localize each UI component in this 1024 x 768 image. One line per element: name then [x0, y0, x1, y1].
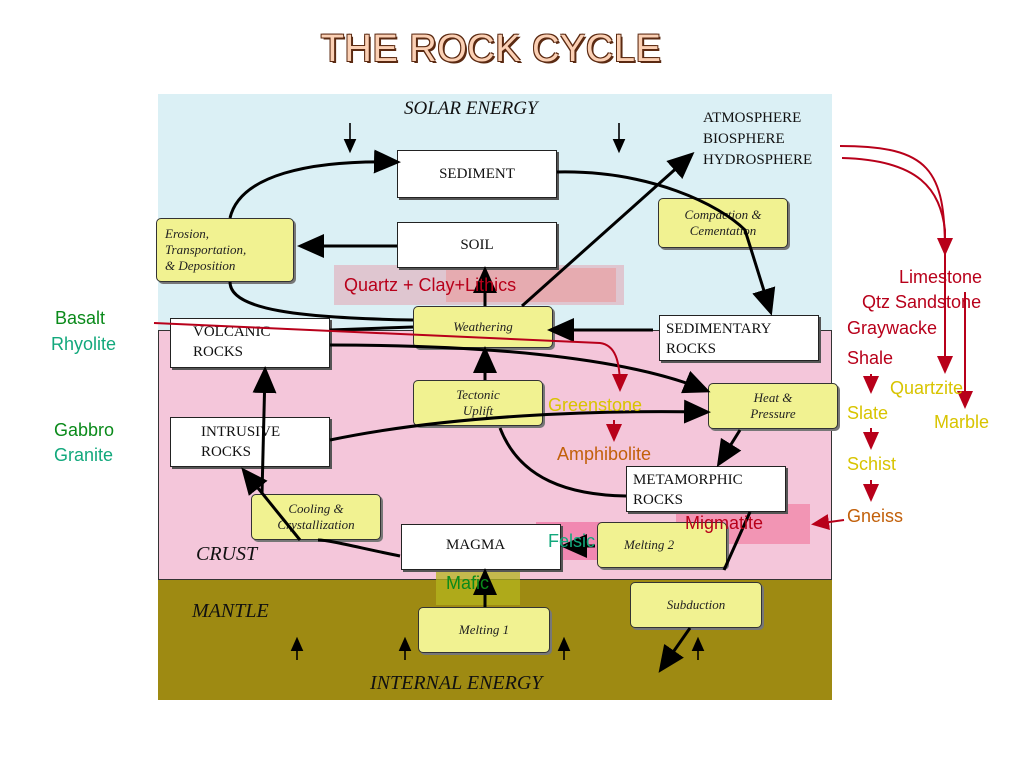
basalt-label: Basalt [55, 308, 106, 328]
internal-energy-label: INTERNAL ENERGY [370, 672, 543, 694]
quartzite-label: Quartzite [890, 378, 964, 398]
melting-2-process: Melting 2 [597, 522, 727, 568]
limestone-label: Limestone [899, 267, 983, 287]
sediment-box: SEDIMENT [397, 150, 557, 198]
melting-1-process: Melting 1 [418, 607, 550, 653]
greenstone-label: Greenstone [548, 395, 643, 415]
amphibolite-label: Amphibolite [557, 444, 652, 464]
subduction-process: Subduction [630, 582, 762, 628]
tectonic-uplift-process: Tectonic Uplift [413, 380, 543, 426]
sedimentary-rocks-box: SEDIMENTARY ROCKS [659, 315, 819, 361]
felsic-label: Felsic [548, 531, 596, 551]
metamorphic-rocks-box: METAMORPHIC ROCKS [626, 466, 786, 512]
slate-label: Slate [847, 403, 889, 423]
schist-label: Schist [847, 454, 897, 474]
heat-pressure-process: Heat & Pressure [708, 383, 838, 429]
solar-energy-label: SOLAR ENERGY [404, 98, 538, 119]
intrusive-rocks-box: INTRUSIVE ROCKS [170, 417, 330, 467]
qtz-sandstone-label: Qtz Sandstone [862, 292, 982, 312]
graywacke-label: Graywacke [847, 318, 938, 338]
granite-label: Granite [54, 445, 114, 465]
quartz-clay-label: Quartz + Clay+Lithics [344, 275, 517, 295]
erosion-process: Erosion, Transportation, & Deposition [156, 218, 294, 282]
page-title: THE ROCK CYCLE [320, 28, 662, 70]
crust-label: CRUST [196, 543, 258, 565]
weathering-process: Weathering [413, 306, 553, 348]
mafic-label: Mafic [446, 573, 490, 593]
gneiss-label: Gneiss [847, 506, 904, 526]
cooling-process: Cooling & Crystallization [251, 494, 381, 540]
atmosphere-label: ATMOSPHERE BIOSPHERE HYDROSPHERE [703, 110, 813, 168]
rhyolite-label: Rhyolite [51, 334, 117, 354]
migmatite-label: Migmatite [685, 513, 764, 533]
marble-label: Marble [934, 412, 990, 432]
shale-label: Shale [847, 348, 894, 368]
mantle-label: MANTLE [192, 600, 269, 622]
gabbro-label: Gabbro [54, 420, 115, 440]
magma-box: MAGMA [401, 524, 561, 570]
